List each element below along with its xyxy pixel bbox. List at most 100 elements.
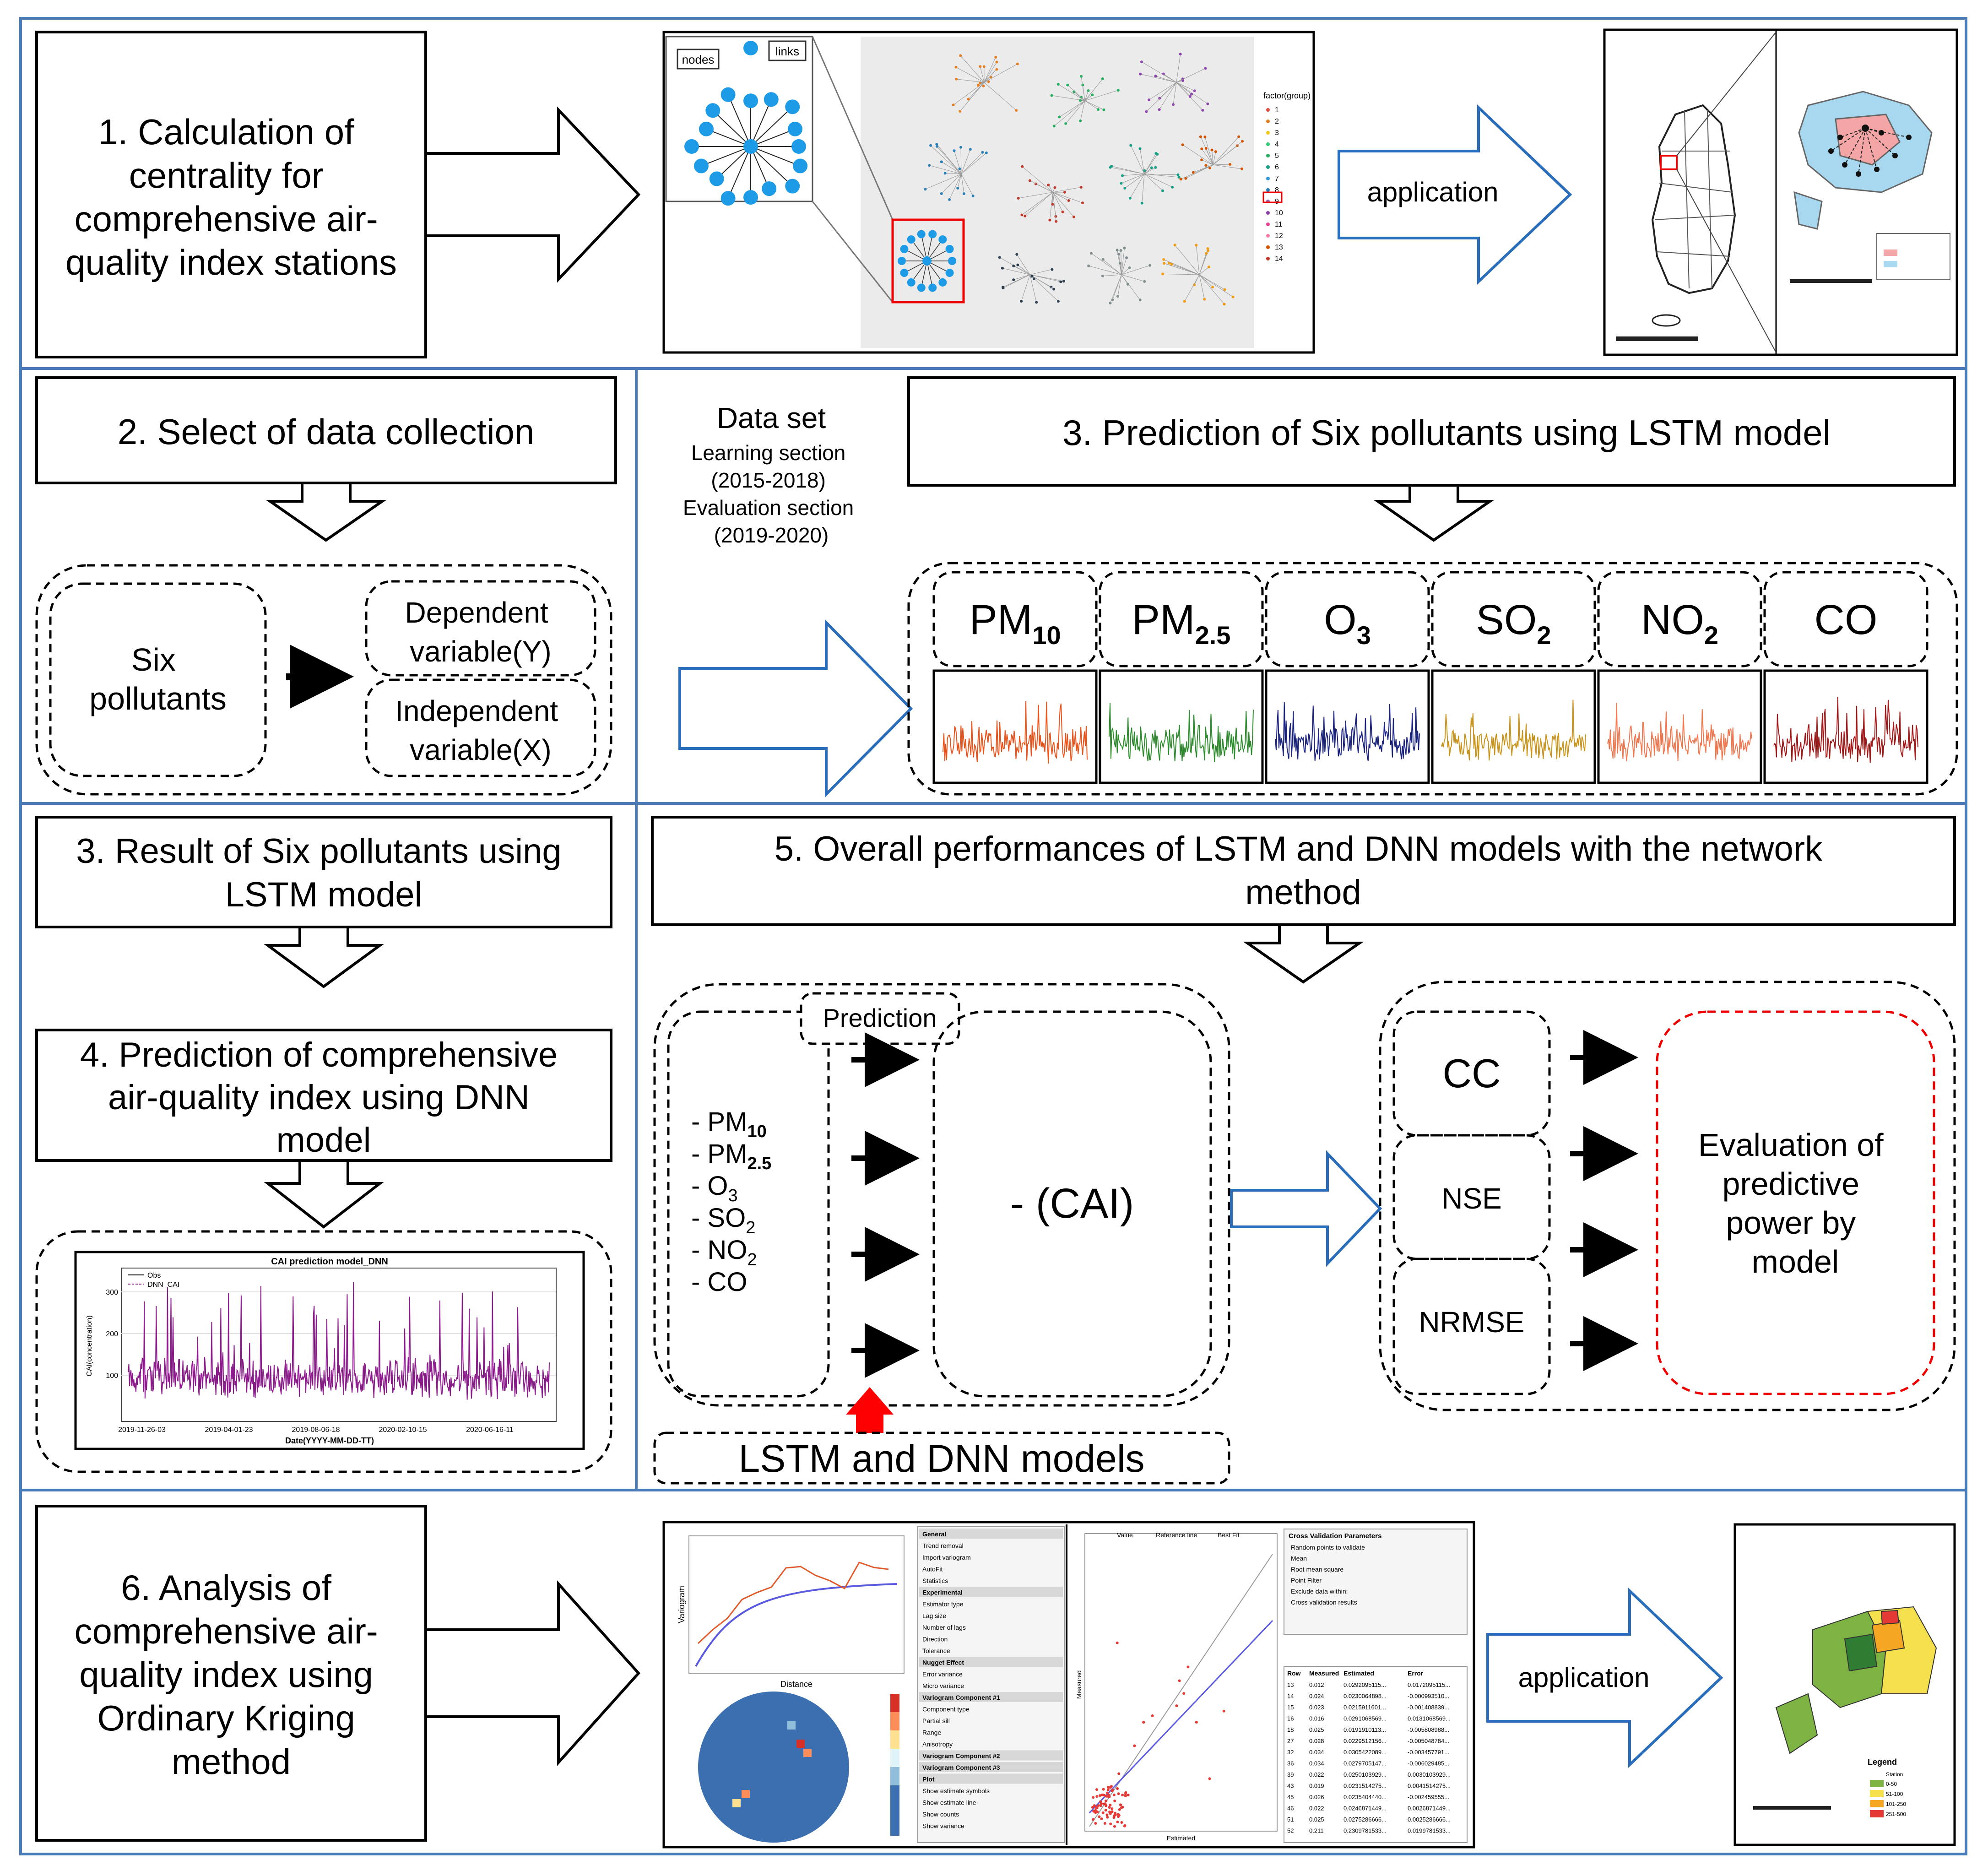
dnn-chart-title: CAI prediction model_DNN <box>271 1257 388 1267</box>
cv-table-cell: 0.0030103929... <box>1408 1771 1451 1778</box>
scatter-point <box>1095 1806 1098 1809</box>
legend-item: 2 <box>1275 118 1279 125</box>
cv-table-cell: 0.022 <box>1309 1771 1324 1778</box>
cluster-node <box>959 146 962 149</box>
cv-row-label: Mean <box>1291 1555 1307 1562</box>
cluster-node <box>1211 286 1214 288</box>
cluster-node <box>981 151 984 154</box>
panel-row-label: Partial sill <box>922 1717 950 1724</box>
scatter-point <box>1108 1811 1111 1813</box>
cluster-node <box>1184 177 1187 180</box>
pollutant-panel: NO2 <box>1598 572 1761 783</box>
legend-swatch <box>1266 188 1270 192</box>
scatter-point <box>1110 1785 1113 1788</box>
legend-item: 6 <box>1275 163 1279 171</box>
cluster-node <box>1192 171 1195 174</box>
cluster-node <box>1079 119 1082 122</box>
cluster-node <box>1193 89 1196 92</box>
cluster-node <box>1206 247 1209 250</box>
cv-table-cell: 0.016 <box>1309 1715 1324 1722</box>
panel-row-label: Plot <box>922 1776 935 1783</box>
cluster-node <box>1091 93 1094 96</box>
cluster-node <box>1080 75 1083 78</box>
input-pollutant: - NO2 <box>691 1235 757 1269</box>
station-hub <box>1862 125 1869 132</box>
pollutant-label: CO <box>1815 596 1878 643</box>
panel-row-label: Variogram Component #1 <box>922 1694 1000 1701</box>
cluster-node <box>1097 108 1100 111</box>
models-label: LSTM and DNN models <box>739 1437 1145 1480</box>
cluster-node <box>1223 303 1226 305</box>
cluster-node <box>1024 215 1026 217</box>
y-tick-300: 300 <box>106 1289 118 1296</box>
cluster-node <box>977 84 980 87</box>
cluster-node <box>1030 275 1033 278</box>
cv-table-cell: 52 <box>1287 1827 1294 1834</box>
cluster-node <box>1129 144 1132 147</box>
cluster-node <box>959 110 961 113</box>
scatter-legend-reference: Reference line <box>1156 1531 1197 1539</box>
star-node <box>694 159 709 174</box>
cluster-node <box>940 192 943 195</box>
hub-node <box>946 245 954 253</box>
scatter-point <box>1092 1818 1094 1821</box>
cluster-node <box>1170 263 1173 266</box>
scatter-point <box>1098 1816 1100 1818</box>
cluster-node <box>1154 166 1157 169</box>
cluster-node <box>1232 296 1235 298</box>
cluster-node <box>1172 103 1175 106</box>
cv-row-label: Root mean square <box>1291 1566 1343 1573</box>
cv-table-cell: 13 <box>1287 1681 1294 1688</box>
network-figure: nodes links factor(group) 12345678910111… <box>664 32 1314 352</box>
dataset-blue-arrow <box>680 623 911 794</box>
cluster-node <box>1116 295 1119 298</box>
cv-table-cell: 0.024 <box>1309 1693 1324 1700</box>
cluster-node <box>1123 187 1126 190</box>
cluster-node <box>1206 103 1209 105</box>
scatter-point <box>1092 1796 1094 1799</box>
variogram-x-label: Distance <box>780 1680 813 1689</box>
legend-title: factor(group) <box>1263 91 1311 100</box>
pollutant-panel: PM10 <box>934 572 1096 783</box>
cv-table-cell: 0.211 <box>1309 1827 1324 1834</box>
y-axis-label: CAI(concentration) <box>86 1315 93 1376</box>
scatter-point <box>1117 1815 1120 1818</box>
station-dot <box>1906 135 1912 140</box>
six-pollutants-box <box>50 584 265 776</box>
cluster-node <box>1058 115 1061 118</box>
cluster-node <box>1101 275 1104 277</box>
legend-swatch <box>1266 257 1270 260</box>
pollutant-chart-frame <box>1100 671 1262 783</box>
star-node <box>762 181 776 196</box>
map-legend-101-250: 101-250 <box>1886 1801 1906 1807</box>
scatter-point <box>1104 1822 1106 1825</box>
cv-table-cell: 0.023 <box>1309 1704 1324 1711</box>
map-scalebar-2 <box>1790 279 1872 283</box>
cluster-node <box>998 256 1001 259</box>
scatter-point <box>1124 1791 1127 1794</box>
independent-variable-label: Independent variable(X) <box>395 694 566 766</box>
cv-table-cell: 0.0292095115... <box>1343 1681 1386 1688</box>
cluster-node <box>1200 158 1203 161</box>
cluster-node <box>1064 122 1067 125</box>
cluster-node <box>1020 300 1023 303</box>
scatter-point <box>1116 1787 1119 1790</box>
cluster-node <box>1073 216 1075 218</box>
scatter-point <box>1175 1704 1178 1707</box>
evaluation-label: Evaluation of predictive power by model <box>1698 1127 1892 1280</box>
panel-row-label: General <box>922 1530 946 1538</box>
scatter-point <box>1208 1777 1211 1780</box>
cluster-node <box>1053 125 1056 127</box>
scatter-point <box>1114 1813 1117 1816</box>
panel-row-label: Micro variance <box>922 1682 964 1690</box>
panel-row-label: AutoFit <box>922 1566 943 1573</box>
cluster-node <box>948 198 951 201</box>
y-tick-200: 200 <box>106 1330 118 1338</box>
station-dot <box>1828 148 1834 154</box>
cluster-node <box>1143 280 1146 283</box>
panel-row-label: Error variance <box>922 1670 963 1678</box>
hub-node <box>938 278 947 287</box>
cluster-node <box>1087 89 1090 92</box>
scatter-point <box>1123 1825 1126 1827</box>
cluster-node <box>1116 249 1119 251</box>
